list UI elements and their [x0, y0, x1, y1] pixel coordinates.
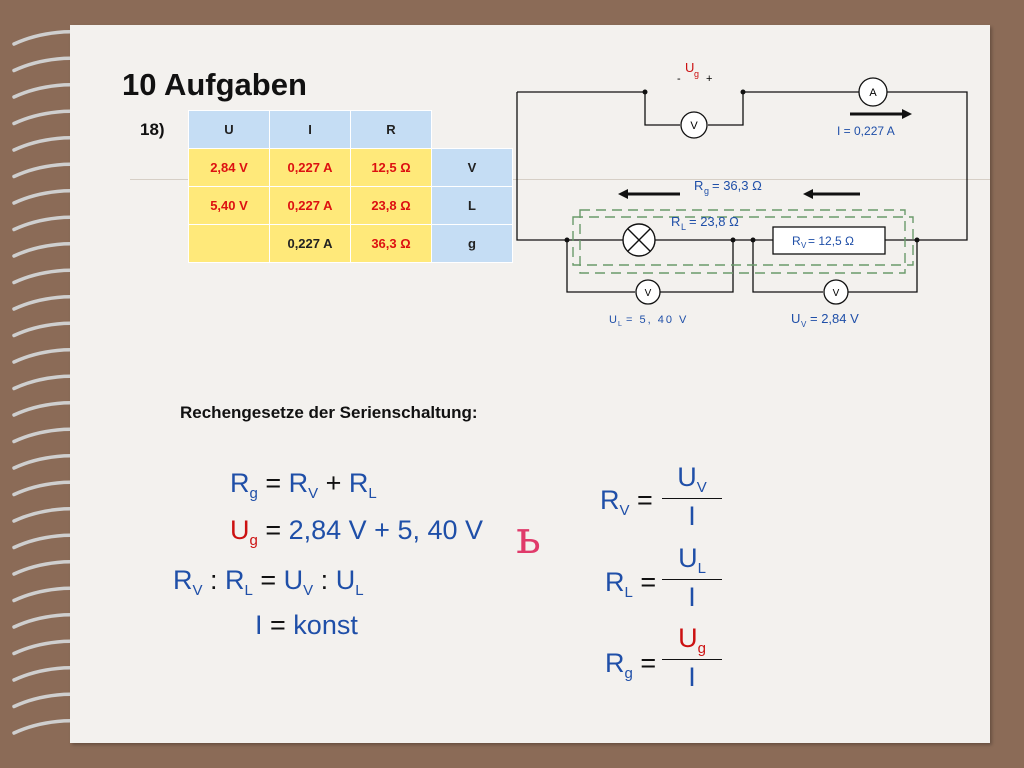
ammeter-label: A	[869, 87, 877, 99]
voltmeter-icon	[680, 111, 708, 139]
minus-sign: -	[677, 73, 681, 85]
cell-r: 36,3 Ω	[350, 224, 432, 263]
cell-i: 0,227 A	[269, 186, 351, 225]
rg-label: R	[694, 178, 703, 193]
task-number: 18)	[140, 120, 165, 139]
cell-label: L	[431, 186, 513, 225]
cell-label: g	[431, 224, 513, 263]
resistor-icon	[772, 226, 886, 255]
voltmeter-icon	[823, 279, 849, 305]
formula-constant-current: I = konst	[255, 610, 358, 640]
ul-value: = 5, 40 V	[626, 314, 688, 326]
formula-rv-lhs: RV =	[600, 485, 661, 519]
table-row: 2,84 V 0,227 A 12,5 Ω V	[188, 148, 513, 187]
header-r: R	[350, 110, 432, 149]
cell-label: V	[431, 148, 513, 187]
laws-heading: Rechengesetze der Serienschaltung:	[180, 403, 478, 422]
formula-resistance-sum: Rg = RV + RL	[230, 468, 377, 502]
plus-sign: +	[706, 73, 712, 85]
rl-label: R	[671, 214, 680, 229]
values-table: U I R 2,84 V 0,227 A 12,5 Ω V 5,40 V 0,2…	[188, 110, 513, 263]
voltmeter-icon	[635, 279, 661, 305]
formula-rl-lhs: RL =	[605, 567, 664, 601]
dashed-box-outer	[579, 209, 906, 274]
ul-label: U	[609, 314, 617, 326]
voltmeter-label: V	[690, 120, 698, 132]
ul-sub: L	[618, 321, 622, 328]
formula-ratio: RV : RL = UV : UL	[173, 565, 364, 599]
formula-rl-fraction: UL I	[662, 543, 722, 613]
cell-u: 2,84 V	[188, 148, 270, 187]
cell-r: 12,5 Ω	[350, 148, 432, 187]
cell-i: 0,227 A	[269, 148, 351, 187]
rg-sub: g	[704, 186, 709, 196]
header-empty	[432, 111, 513, 149]
cell-i: 0,227 A	[269, 224, 351, 263]
header-u: U	[188, 110, 270, 149]
formula-rg-fraction: Ug I	[662, 623, 722, 693]
uv-label: U	[791, 311, 800, 326]
voltmeter-label: V	[833, 288, 840, 299]
cursor-mark: ь	[516, 510, 542, 564]
cell-r: 23,8 Ω	[350, 186, 432, 225]
formula-rg-lhs: Rg =	[605, 648, 664, 682]
rl-sub: L	[681, 222, 686, 232]
formula-rv-fraction: UV I	[662, 462, 722, 532]
table-row: 0,227 A 36,3 Ω g	[188, 224, 513, 263]
page-title: 10 Aufgaben	[122, 67, 307, 102]
ruled-line	[130, 179, 990, 180]
rv-label: R	[792, 234, 801, 248]
cell-u: 5,40 V	[188, 186, 270, 225]
rg-value: = 36,3 Ω	[712, 178, 762, 193]
rv-value: = 12,5 Ω	[808, 234, 854, 248]
series-circuit-diagram: V U g - + A I = 0,227 A R g = 36,3 Ω R L…	[516, 60, 968, 329]
table-row: 5,40 V 0,227 A 23,8 Ω L	[188, 186, 513, 225]
dashed-box-inner	[572, 216, 914, 266]
current-label: I = 0,227 A	[837, 124, 895, 138]
formula-voltage-sum: Ug = 2,84 V + 5, 40 V	[230, 515, 484, 549]
ug-label: U	[685, 60, 694, 75]
rl-value: = 23,8 Ω	[689, 214, 739, 229]
rv-sub: V	[801, 241, 807, 250]
table-header-row: U I R	[188, 110, 513, 149]
ammeter-icon	[858, 77, 888, 107]
ug-sub: g	[694, 69, 699, 79]
uv-value: = 2,84 V	[810, 311, 859, 326]
header-i: I	[269, 110, 351, 149]
cell-u	[188, 224, 270, 263]
voltmeter-label: V	[645, 288, 652, 299]
uv-sub: V	[801, 320, 807, 329]
